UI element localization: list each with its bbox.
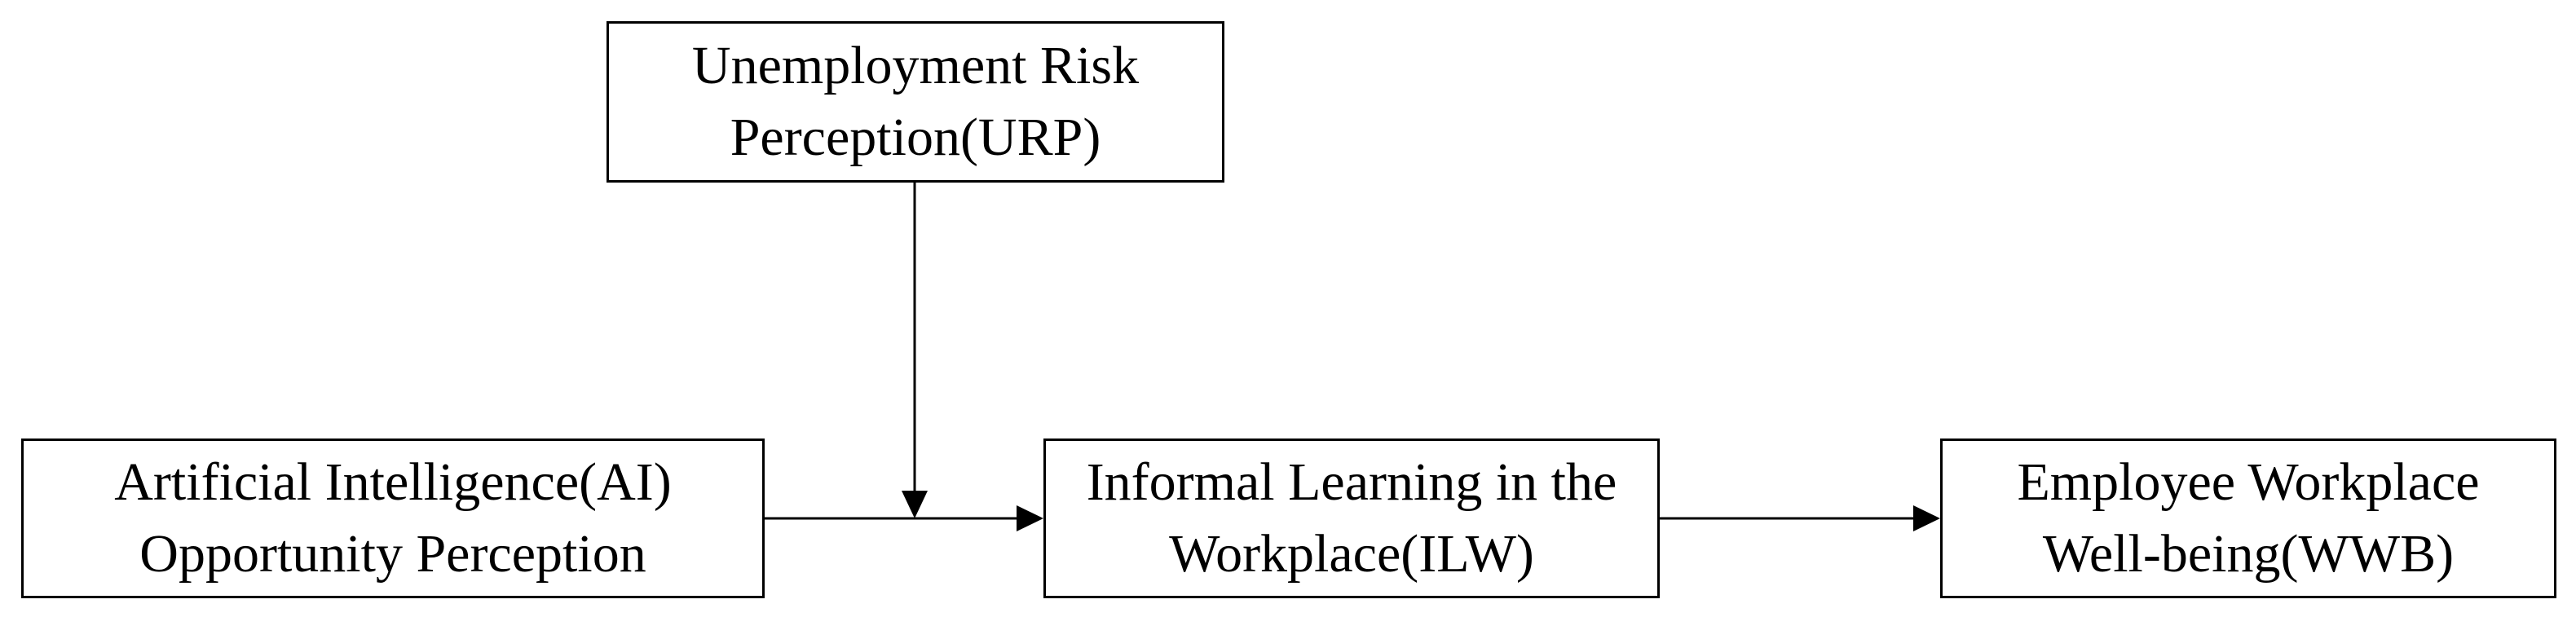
node-employee-workplace-well-being: Employee Workplace Well-being(WWB) <box>1940 439 2556 598</box>
node-ai-line1: Artificial Intelligence(AI) <box>114 452 672 512</box>
node-informal-learning-workplace: Informal Learning in the Workplace(ILW) <box>1043 439 1660 598</box>
arrowhead-urp-moderation <box>902 491 928 518</box>
node-wwb-line2: Well-being(WWB) <box>2042 524 2455 584</box>
node-ai-opportunity-perception: Artificial Intelligence(AI) Opportunity … <box>21 439 765 598</box>
node-urp-line1: Unemployment Risk <box>691 36 1140 95</box>
node-unemployment-risk-perception: Unemployment Risk Perception(URP) <box>607 21 1224 183</box>
arrowhead-ai-to-ilw <box>1017 505 1043 531</box>
node-urp-line2: Perception(URP) <box>730 108 1101 167</box>
node-ilw-line1: Informal Learning in the <box>1086 452 1617 512</box>
node-ai-line2: Opportunity Perception <box>139 524 646 584</box>
node-wwb-line1: Employee Workplace <box>2017 452 2480 512</box>
arrowhead-ilw-to-wwb <box>1913 505 1940 531</box>
node-ilw-line2: Workplace(ILW) <box>1169 524 1534 584</box>
